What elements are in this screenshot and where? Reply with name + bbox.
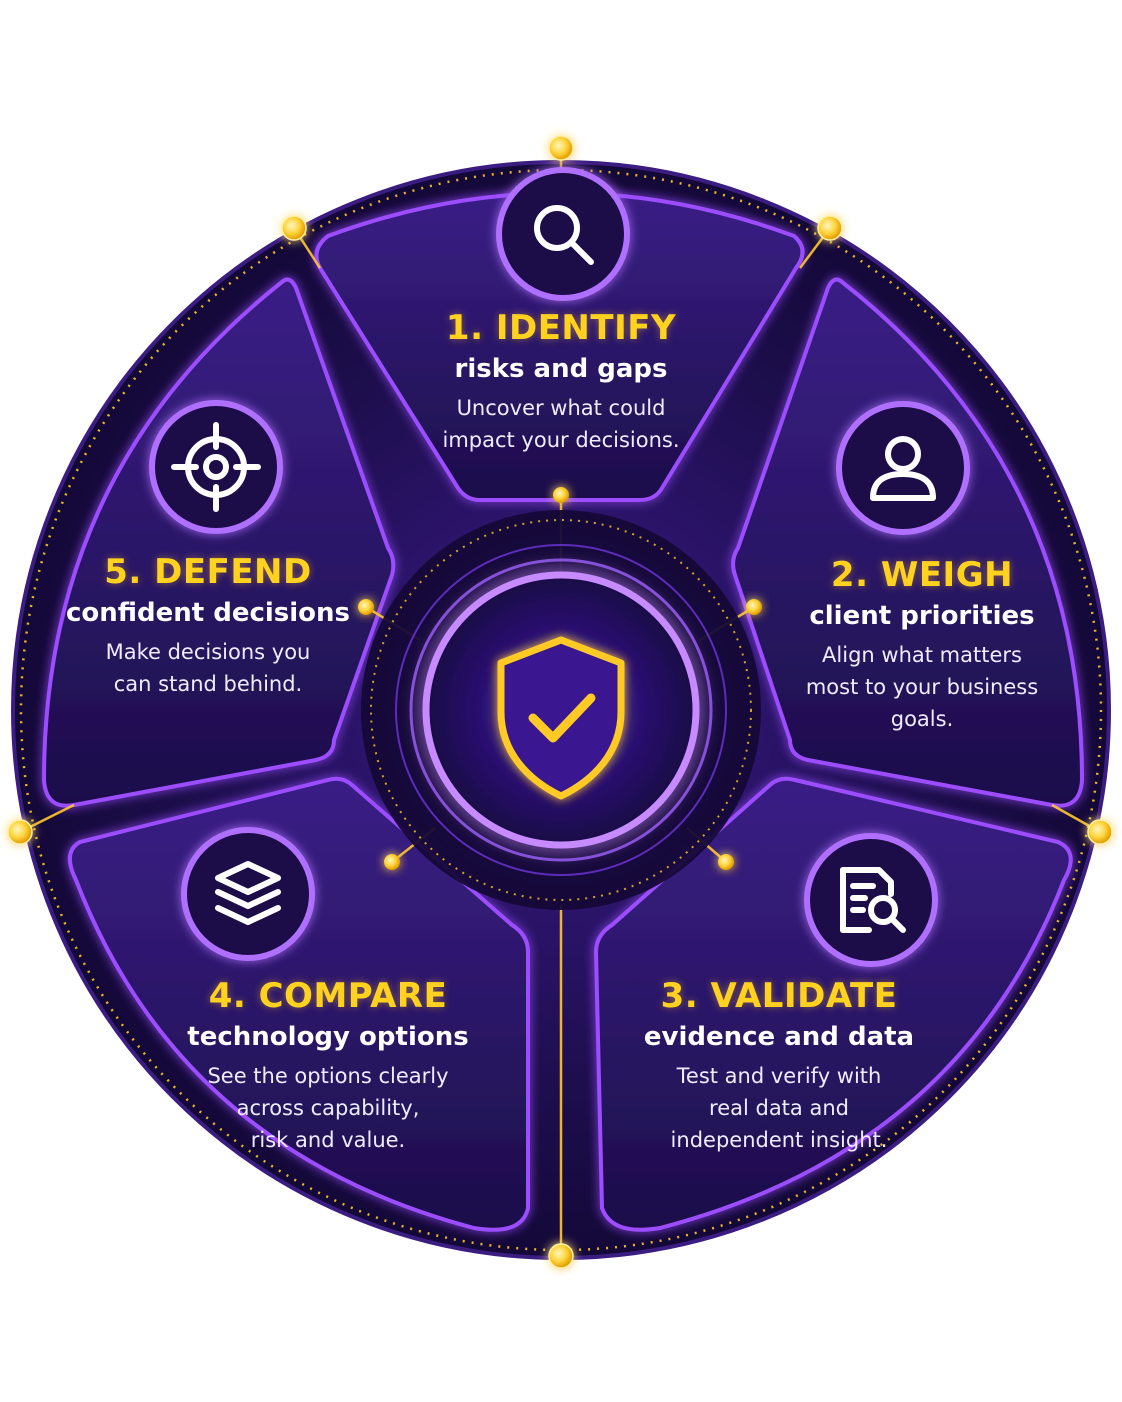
step-2-title: 2. WEIGH xyxy=(830,555,1014,595)
step-4-subtitle: technology options xyxy=(187,1022,469,1052)
user-icon xyxy=(836,401,970,535)
step-3-desc-line: real data and xyxy=(709,1096,849,1120)
step-3-desc-line: independent insight. xyxy=(670,1128,888,1152)
step-3-label: 3. VALIDATE evidence and data Test and v… xyxy=(614,976,944,1156)
hub-outer-ring xyxy=(370,519,752,901)
step-2-panel xyxy=(731,277,1085,808)
step-1-desc-line: Uncover what could xyxy=(456,396,666,420)
step-1-label: 1. IDENTIFY risks and gaps Uncover what … xyxy=(381,308,741,456)
step-3-panel xyxy=(593,776,1073,1232)
step-1-title: 1. IDENTIFY xyxy=(445,308,677,348)
step-4-title: 4. COMPARE xyxy=(208,976,448,1016)
step-1-desc-line: impact your decisions. xyxy=(442,428,680,452)
layers-icon xyxy=(181,827,315,961)
rim-node xyxy=(1087,819,1113,845)
center-hub xyxy=(361,510,761,910)
hub-ring-2 xyxy=(395,544,727,876)
connector-node xyxy=(718,854,734,870)
step-4-label: 4. COMPARE technology options See the op… xyxy=(163,976,493,1156)
rim-node xyxy=(817,215,843,241)
connector-node xyxy=(358,599,374,615)
document-search-icon xyxy=(804,833,938,967)
step-1-subtitle: risks and gaps xyxy=(454,354,668,384)
target-icon xyxy=(149,400,283,534)
search-icon xyxy=(496,167,630,301)
step-2-desc-line: Align what matters xyxy=(822,643,1022,667)
outer-dotted-ring xyxy=(19,168,1103,1252)
step-3-description: Test and verify with real data and indep… xyxy=(614,1060,944,1156)
step-3-desc-line: Test and verify with xyxy=(676,1064,882,1088)
connector-node xyxy=(553,487,569,503)
connector-node xyxy=(746,599,762,615)
step-5-subtitle: confident decisions xyxy=(65,598,351,628)
rim-nodes xyxy=(7,135,1113,1269)
step-4-desc-line: risk and value. xyxy=(250,1128,406,1152)
step-2-label: 2. WEIGH client priorities Align what ma… xyxy=(762,555,1082,735)
step-5-label: 5. DEFEND confident decisions Make decis… xyxy=(58,552,358,700)
connector-node xyxy=(384,854,400,870)
rim-node xyxy=(7,819,33,845)
step-icons xyxy=(149,167,970,967)
step-2-desc-line: goals. xyxy=(890,707,954,731)
step-5-desc-line: Make decisions you xyxy=(105,640,311,664)
step-5-desc-line: can stand behind. xyxy=(113,672,303,696)
rim-node xyxy=(548,1243,574,1269)
shield-check-icon xyxy=(497,636,625,800)
step-4-description: See the options clearly across capabilit… xyxy=(163,1060,493,1156)
step-2-subtitle: client priorities xyxy=(809,601,1035,631)
step-4-desc-line: See the options clearly xyxy=(207,1064,449,1088)
step-2-description: Align what matters most to your business… xyxy=(762,639,1082,735)
step-2-desc-line: most to your business xyxy=(805,675,1039,699)
step-5-title: 5. DEFEND xyxy=(104,552,312,592)
step-5-description: Make decisions you can stand behind. xyxy=(58,636,358,700)
rim-node xyxy=(548,135,574,161)
step-4-desc-line: across capability, xyxy=(236,1096,420,1120)
rim-node xyxy=(281,215,307,241)
step-1-description: Uncover what could impact your decisions… xyxy=(381,392,741,456)
step-3-title: 3. VALIDATE xyxy=(660,976,898,1016)
step-3-subtitle: evidence and data xyxy=(643,1022,915,1052)
hub-ring-3 xyxy=(409,558,713,862)
step-5-panel xyxy=(41,277,396,808)
